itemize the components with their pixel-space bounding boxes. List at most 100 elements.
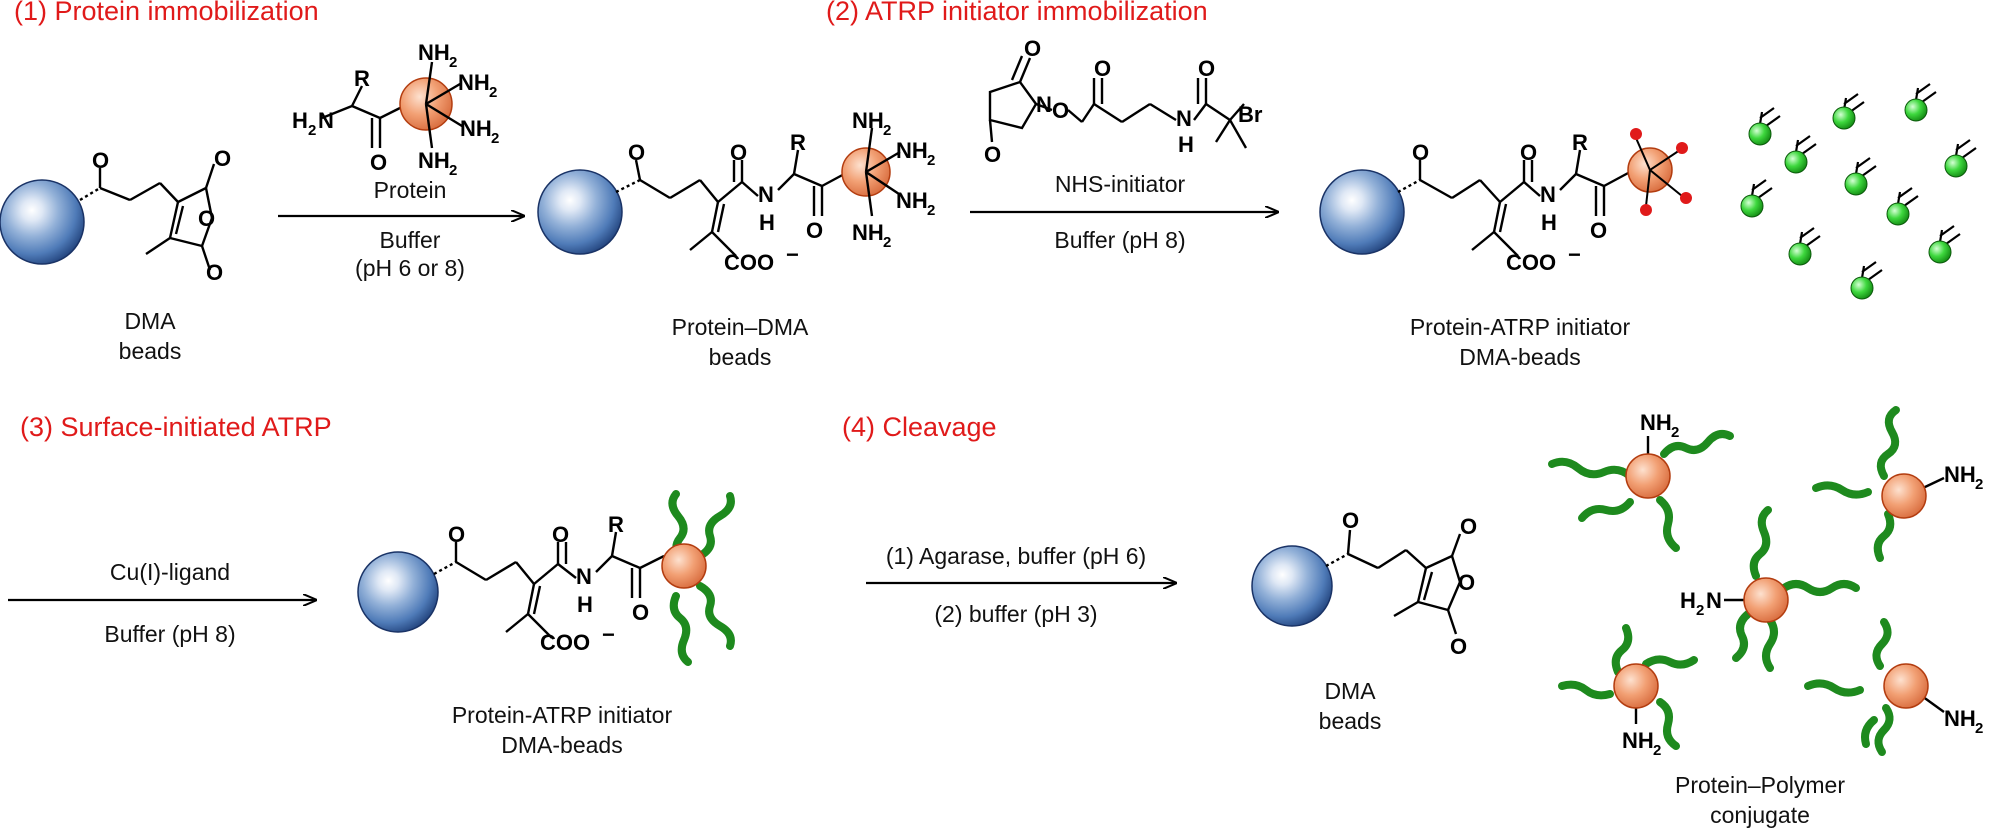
nh2-subscript: 2: [449, 162, 457, 179]
nh2-group-label: NH: [460, 116, 492, 141]
conjugate-5: [1804, 618, 1945, 756]
atom-label: H: [759, 210, 775, 235]
atom-label: O: [92, 148, 109, 173]
agarose-bead: [1251, 545, 1333, 627]
atom-label: O: [1024, 36, 1041, 61]
caption-line: beads: [1318, 708, 1382, 734]
step1-reagent-label: Protein: [373, 177, 447, 203]
charge-label: −: [1568, 242, 1581, 267]
conjugate-2: [1812, 406, 1945, 562]
agarose-bead: [0, 179, 85, 265]
step2-conditions: Buffer (pH 8): [1054, 227, 1186, 253]
atom-label: R: [1572, 130, 1588, 155]
monomer: [1740, 179, 1773, 218]
atom-label: O: [448, 522, 465, 547]
atom-label: O: [806, 218, 823, 243]
protein-dma-bead-structure: [537, 127, 903, 257]
caption-line: conjugate: [1710, 802, 1810, 828]
nh2-group-label: NH: [1944, 706, 1976, 731]
monomer: [1832, 93, 1865, 130]
protein-atrp-bead-structure-bottom: [357, 531, 665, 639]
atom-label: O: [730, 140, 747, 165]
step-4-heading: (4) Cleavage: [842, 412, 997, 442]
atom-label: H: [1541, 210, 1557, 235]
monomer: [1904, 83, 1937, 122]
step3-conditions: Buffer (pH 8): [104, 621, 236, 647]
protein-sphere: [661, 543, 707, 589]
protein-atrp-initiator-caption-top: Protein-ATRP initiator DMA-beads: [1380, 312, 1660, 372]
monomer: [1944, 139, 1977, 178]
nh2-subscript: 2: [883, 122, 891, 139]
protein-polymer-conjugate-caption: Protein–Polymer conjugate: [1630, 770, 1890, 830]
atom-label: O: [1450, 634, 1467, 659]
caption-line: beads: [708, 344, 772, 370]
step1-conditions: Buffer (pH 6 or 8): [310, 226, 510, 282]
atom-label: O: [1520, 140, 1537, 165]
atom-label: R: [608, 512, 624, 537]
conjugate-1: [1548, 430, 1734, 552]
charge-label: −: [786, 242, 799, 267]
atom-label: O: [370, 150, 387, 175]
nh2-group-label: NH: [1640, 410, 1672, 435]
initiator-dots: [1630, 128, 1692, 216]
step4-condition-2: (2) buffer (pH 3): [934, 601, 1098, 627]
protein-reagent-structure: [321, 61, 463, 149]
caption-line: beads: [118, 338, 182, 364]
step3-reagent: Cu(I)-ligand: [109, 559, 231, 585]
nh2-subscript: 2: [489, 84, 497, 101]
nh2-subscript: 2: [1975, 720, 1983, 737]
step-1-heading: (1) Protein immobilization: [14, 0, 319, 26]
monomer: [1850, 261, 1883, 300]
nh2-subscript: 2: [927, 152, 935, 169]
atom-label: N: [758, 182, 774, 207]
nh2-subscript: 2: [1653, 742, 1661, 759]
nh2-subscript: 2: [927, 202, 935, 219]
h2n-group-label: N: [318, 108, 334, 133]
atom-label: Br: [1238, 102, 1263, 127]
monomer: [1886, 187, 1919, 226]
monomer: [1928, 225, 1961, 264]
carboxylate-label: COO: [540, 630, 590, 655]
atom-label: O: [628, 140, 645, 165]
protein-dma-beads-caption: Protein–DMA beads: [640, 312, 840, 372]
atom-label: O: [552, 522, 569, 547]
step-3-heading: (3) Surface-initiated ATRP: [20, 412, 332, 442]
protein-atrp-initiator-caption-bottom: Protein-ATRP initiator DMA-beads: [422, 700, 702, 760]
atom-label: O: [1198, 56, 1215, 81]
atom-label: O: [1094, 56, 1111, 81]
monomer: [1844, 157, 1877, 196]
atom-label: O: [984, 142, 1001, 167]
h2n-subscript: 2: [308, 122, 316, 139]
h2n-subscript: 2: [1696, 602, 1704, 619]
caption-line: DMA: [1324, 678, 1376, 704]
nh2-subscript: 2: [883, 234, 891, 251]
atom-label: O: [206, 260, 223, 285]
atom-label: O: [1052, 98, 1069, 123]
h2n-group-label: N: [1706, 588, 1722, 613]
nh2-group-label: NH: [852, 108, 884, 133]
nhs-initiator-structure: [988, 55, 1248, 149]
nh2-subscript: 2: [1975, 476, 1983, 493]
protein-atrp-bead-structure-top: [1319, 137, 1683, 257]
dma-beads-caption-2: DMA beads: [1270, 676, 1430, 736]
nh2-group-label: NH: [896, 188, 928, 213]
agarose-bead: [357, 551, 439, 633]
agarose-bead: [1319, 169, 1405, 255]
atom-label: N: [1176, 106, 1192, 131]
atom-label: O: [198, 206, 215, 231]
carboxylate-label: COO: [1506, 250, 1556, 275]
caption-line: DMA: [124, 308, 176, 334]
atom-label: N: [1036, 92, 1052, 117]
step2-reagent-label: NHS-initiator: [1054, 171, 1186, 197]
caption-line: Protein–DMA: [671, 314, 809, 340]
conjugate-4: [1558, 624, 1698, 750]
atom-label: R: [354, 66, 370, 91]
atom-label: H: [1178, 132, 1194, 157]
monomer: [1784, 135, 1817, 174]
condition-line: Buffer: [379, 227, 441, 253]
step-2-heading: (2) ATRP initiator immobilization: [826, 0, 1208, 26]
h2n-group-label: H: [1680, 588, 1696, 613]
nh2-group-label: NH: [896, 138, 928, 163]
